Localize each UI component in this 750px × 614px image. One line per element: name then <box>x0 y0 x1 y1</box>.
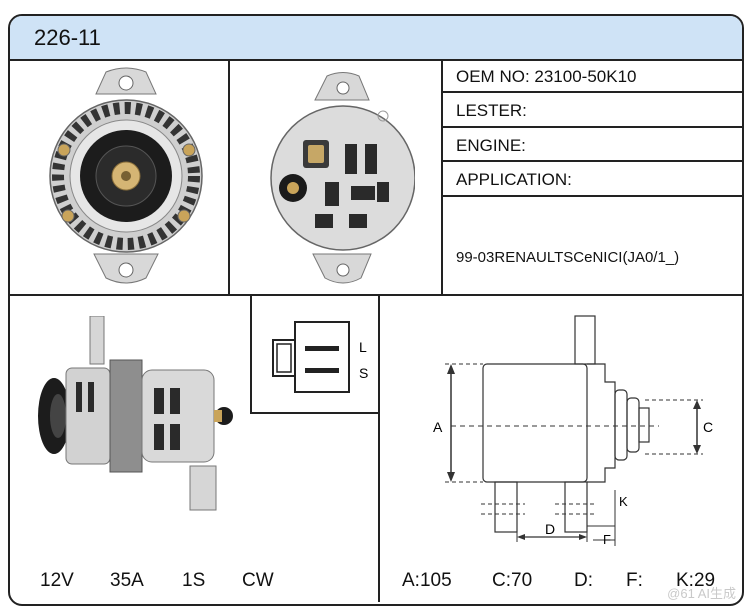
spec-groove: 1S <box>182 570 206 591</box>
lester-label: LESTER: <box>456 101 527 120</box>
alternator-front-photo <box>49 67 203 284</box>
dim-label-a: A <box>433 419 443 435</box>
spec-dim-k: K:29 <box>676 570 716 591</box>
divider-info <box>441 59 443 294</box>
divider-photo <box>228 59 230 294</box>
divider-row1 <box>441 91 742 93</box>
divider-row4 <box>441 195 742 197</box>
divider-row2 <box>441 126 742 128</box>
plug-pin-l: L <box>359 339 367 355</box>
divider-bottom <box>378 296 380 602</box>
plug-box-left <box>250 296 252 414</box>
plug-connector-diagram: L S <box>272 321 368 393</box>
spec-dim-c: C:70 <box>492 570 533 591</box>
application-label: APPLICATION: <box>456 170 572 189</box>
plug-pin-s: S <box>359 365 368 381</box>
spec-dim-a: A:105 <box>402 570 452 591</box>
engine-label: ENGINE: <box>456 136 526 155</box>
divider-row3 <box>441 160 742 162</box>
dim-label-k: K <box>619 494 628 509</box>
watermark: @61 AI生成 <box>667 586 736 601</box>
dimension-diagram: A C D K F <box>433 315 713 546</box>
dim-label-d: D <box>545 521 555 537</box>
spec-voltage: 12V <box>40 570 74 591</box>
plug-box-bottom <box>250 412 380 414</box>
dim-label-c: C <box>703 419 713 435</box>
spec-amperage: 35A <box>110 570 144 591</box>
divider-middle <box>10 294 742 296</box>
alternator-rear-photo <box>270 72 415 284</box>
part-number-title: 226-11 <box>34 25 101 50</box>
title-bar: 226-11 <box>10 16 742 61</box>
spec-dim-f: F: <box>626 570 643 591</box>
oem-number: OEM NO: 23100-50K10 <box>456 67 637 86</box>
dim-label-f: F <box>603 532 611 546</box>
spec-rotation: CW <box>242 570 274 591</box>
alternator-side-photo <box>38 316 233 511</box>
product-card: 226-11 <box>8 14 744 606</box>
application-value: 99-03RENAULTSCeNICI(JA0/1_) <box>456 249 680 266</box>
spec-dim-d: D: <box>574 570 593 591</box>
